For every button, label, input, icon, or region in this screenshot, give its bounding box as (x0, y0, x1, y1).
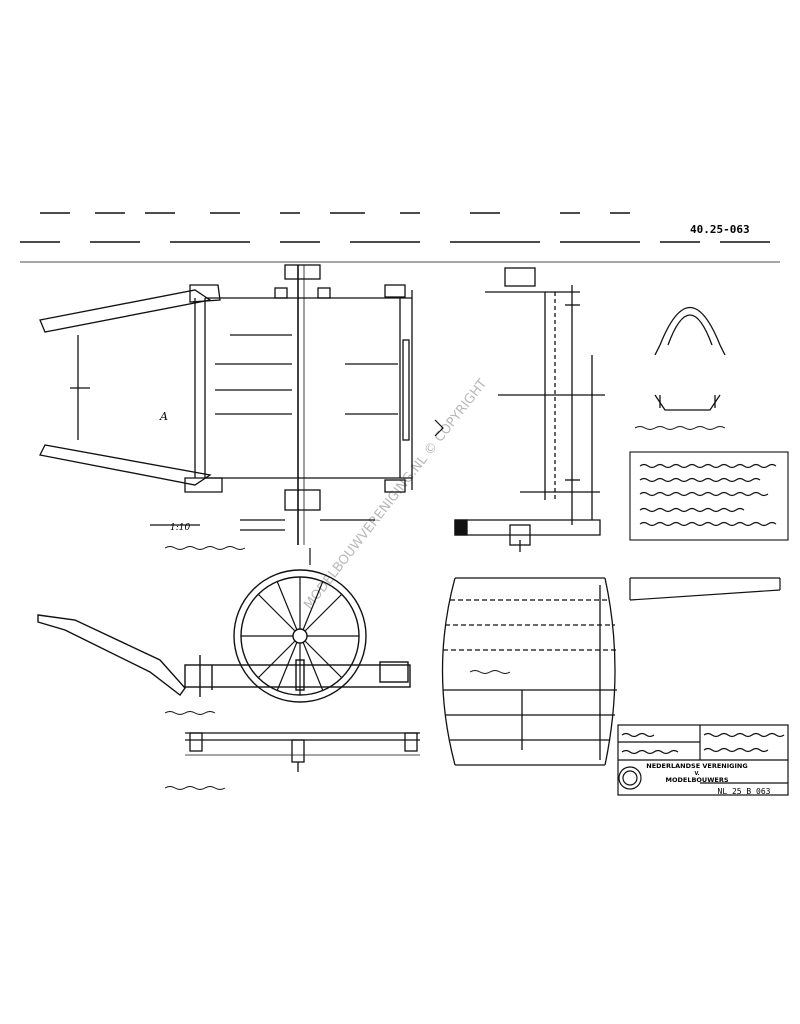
lower-shaft (39, 444, 212, 486)
section-caption-squiggle (164, 786, 226, 790)
plan-caption-squiggle (164, 546, 246, 550)
tub-top-detail (629, 577, 781, 601)
scale-label-left: 1:10 (170, 523, 190, 533)
cart-side-elevation (454, 267, 605, 552)
section-label-a: A (159, 410, 168, 423)
bracket-caption-squiggle (634, 426, 726, 430)
bracket-detail (654, 306, 726, 411)
shaft-side (37, 614, 186, 696)
section-arrows (309, 419, 444, 565)
cart-section-view (185, 732, 420, 772)
tub-caption-squiggle (469, 670, 511, 674)
wheel-side-view (37, 569, 411, 703)
title-org-line3: MODELBOUWERS (665, 776, 728, 784)
drawing-number: 40.25-063 (690, 223, 750, 236)
association-seal (618, 766, 642, 790)
cart-plan-view (39, 264, 413, 545)
top-border-dashes (20, 212, 780, 263)
title-block (617, 724, 789, 796)
tub-side-view (441, 577, 617, 766)
title-org-line2: V. (694, 771, 699, 777)
sheet-number: NL 25 B 063 (718, 787, 771, 796)
upper-shaft (39, 289, 212, 333)
notes-box (629, 451, 789, 541)
title-org-line1: NEDERLANDSE VERENIGING (646, 762, 747, 770)
side-caption-squiggle (164, 711, 216, 715)
